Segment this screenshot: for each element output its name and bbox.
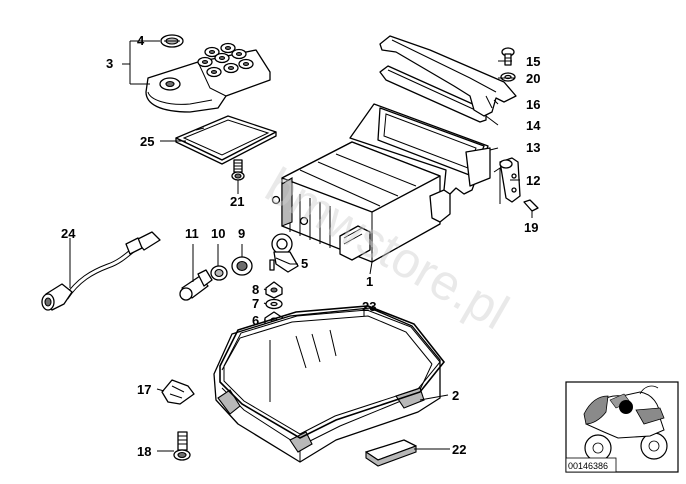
label-22: 22 bbox=[452, 442, 466, 457]
clip-part-17 bbox=[161, 379, 195, 405]
cable-part-24 bbox=[41, 231, 161, 311]
label-21: 21 bbox=[230, 194, 244, 209]
label-2: 2 bbox=[452, 388, 459, 403]
label-4: 4 bbox=[137, 33, 145, 48]
screw-part-18 bbox=[173, 431, 191, 461]
part-labels: 4 3 25 21 1 15 20 16 14 13 12 19 24 11 1… bbox=[61, 33, 541, 459]
ring-part-9 bbox=[231, 256, 253, 276]
grommet-part-4 bbox=[160, 34, 184, 48]
label-11: 11 bbox=[185, 226, 199, 241]
plug-part-11 bbox=[179, 269, 213, 301]
label-19: 19 bbox=[524, 220, 538, 235]
label-5: 5 bbox=[301, 256, 308, 271]
seal-part-23 bbox=[219, 305, 446, 439]
washer-part-7 bbox=[265, 298, 283, 310]
lug-part-5 bbox=[269, 233, 299, 273]
pad-part-22 bbox=[365, 439, 417, 467]
motorcycle-thumbnail: 00146386 bbox=[565, 381, 679, 473]
housing-part-2 bbox=[213, 307, 441, 463]
upper-cover-part-16 bbox=[379, 35, 517, 117]
gasket-part-14 bbox=[379, 65, 487, 123]
cover-part-25 bbox=[175, 115, 277, 165]
label-23: 23 bbox=[362, 299, 376, 314]
reference-number: 00146386 bbox=[568, 461, 608, 471]
label-16: 16 bbox=[526, 97, 540, 112]
label-10: 10 bbox=[211, 226, 225, 241]
label-24: 24 bbox=[61, 226, 76, 241]
screw-part-15 bbox=[501, 47, 515, 66]
label-15: 15 bbox=[526, 54, 540, 69]
label-14: 14 bbox=[526, 118, 541, 133]
nut-part-8 bbox=[265, 281, 283, 299]
grommet-part-10 bbox=[210, 265, 228, 281]
pin-part-19 bbox=[523, 199, 539, 212]
relay-carrier-part-3 bbox=[145, 42, 271, 113]
label-9: 9 bbox=[238, 226, 245, 241]
label-18: 18 bbox=[137, 444, 151, 459]
bracket-part-12 bbox=[493, 157, 521, 204]
label-7: 7 bbox=[252, 296, 259, 311]
label-20: 20 bbox=[526, 71, 540, 86]
label-25: 25 bbox=[140, 134, 154, 149]
washer-part-20 bbox=[500, 72, 516, 82]
label-3: 3 bbox=[106, 56, 113, 71]
label-6: 6 bbox=[252, 313, 259, 328]
label-12: 12 bbox=[526, 173, 540, 188]
label-17: 17 bbox=[137, 382, 151, 397]
screw-part-21 bbox=[231, 159, 245, 181]
label-1: 1 bbox=[366, 274, 373, 289]
frame-part-13 bbox=[349, 103, 491, 195]
grommet-grid bbox=[197, 42, 254, 78]
control-unit-part-1 bbox=[271, 141, 451, 263]
leader-lines bbox=[69, 40, 533, 452]
label-8: 8 bbox=[252, 282, 259, 297]
label-13: 13 bbox=[526, 140, 540, 155]
